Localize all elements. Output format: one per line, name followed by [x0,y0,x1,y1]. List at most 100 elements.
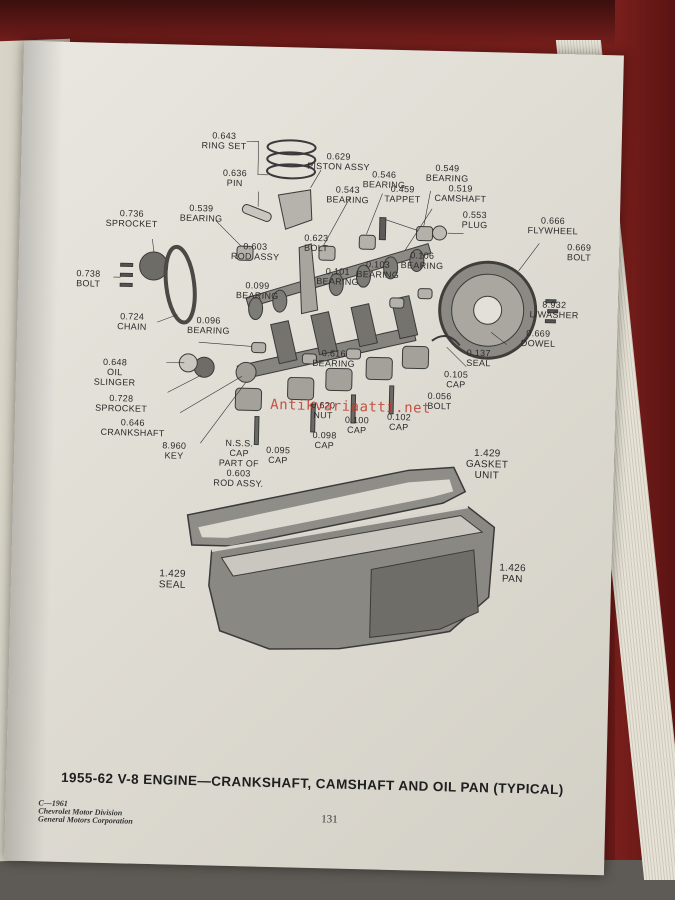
label-plug: 0.553 PLUG [462,210,488,231]
part-name: BEARING [400,260,444,272]
chain-part [163,244,197,325]
label-bearing-543: 0.543 BEARING [326,184,369,205]
part-number: 0.553 [462,209,487,221]
label-bearing-096: 0.096 BEARING [187,315,230,336]
bolt-part [120,262,134,268]
bearing-part [417,288,433,300]
label-sprocket-728: 0.728 SPROCKET [95,393,147,414]
piston-part [277,189,313,230]
label-cap-105: 0.105 CAP [443,369,469,390]
cap-part [234,387,263,412]
bolt-part [547,309,559,314]
part-name: BEARING [186,324,230,336]
label-bearing-616: 0.616 BEARING [312,348,355,369]
footer-imprint: C—1961 Chevrolet Motor Division General … [38,798,133,825]
tappet-part [378,217,387,241]
rear-seal-part [431,335,461,347]
part-number: 0.636 [222,167,248,179]
part-name: BOLT [76,278,101,289]
part-name: CAP [388,421,409,433]
bearing-part [236,245,254,261]
part-number: 0.056 [427,390,452,402]
part-name: BEARING [425,172,469,184]
label-crankshaft: 0.646 CRANKSHAFT [100,417,164,438]
cap-part [401,345,430,370]
ring-set-part [266,163,316,180]
connecting-rod-part [298,243,319,315]
label-cap-100: 0.100 CAP [345,415,369,436]
bolt-part [388,385,395,415]
label-seal-137: 0.137 SEAL [466,348,491,369]
part-number: 0.105 [443,369,469,380]
crankshaft-part [235,295,419,383]
part-name: SPROCKET [95,402,148,414]
bearing-part [415,226,434,242]
label-bearing-549: 0.549 BEARING [426,163,469,184]
part-number: 0.623 [304,232,329,244]
part-name: UNIT [474,469,500,482]
gasket-part [198,479,454,538]
oil-pan-part [208,505,496,650]
bolt-part [545,299,557,304]
part-name: SEAL [158,579,186,591]
part-name: KEY [164,450,184,461]
label-flywheel: 0.666 FLYWHEEL [528,215,579,236]
part-name: PAN [501,573,523,586]
bearing-part [251,342,267,354]
part-name: SPROCKET [105,217,158,230]
camshaft-part [245,242,432,321]
part-name: PLUG [461,219,488,231]
part-name: PISTON ASSY [307,160,370,173]
label-dowel: 0.669 DOWEL [521,328,556,349]
label-bolt-623: 0.623 BOLT [304,233,329,254]
nss-line-3: PART OF [218,457,260,469]
label-chain: 0.724 CHAIN [117,311,147,332]
bolt-part [544,319,556,324]
cap-part [287,376,315,401]
label-key: 8.960 KEY [162,440,187,461]
bolt-part [310,403,316,433]
part-name: CAP [314,440,335,451]
label-oil-slinger: 0.648 OIL SLINGER [94,357,136,388]
part-number: 1.429 [159,568,186,580]
label-l-washer: 8.932 L/WASHER [529,299,579,321]
part-name: CAP [446,379,466,390]
page-number: 131 [321,813,338,826]
bolt-part [119,282,133,288]
cap-part [365,356,393,381]
part-number: 1.426 [499,562,527,575]
part-number: 8.960 [162,440,187,451]
label-bearing-101: 0.101 BEARING [316,266,359,287]
part-name: DOWEL [520,338,556,349]
label-bolt-738: 0.738 BOLT [76,268,101,289]
part-name: RING SET [201,140,247,152]
part-name: CAP [346,424,367,436]
part-name: BEARING [316,276,360,288]
label-nss-cap: N.S.S. CAP PART OF 0.603 ROD ASSY. [213,438,264,489]
bearing-part [389,297,405,309]
label-tappet: 0.459 TAPPET [384,184,421,205]
label-seal-1429: 1.429 SEAL [159,568,186,591]
bolt-part [253,416,260,446]
part-name: BEARING [356,268,400,281]
part-name: BEARING [179,212,223,224]
bolt-part [350,394,357,424]
part-name: CAMSHAFT [434,192,487,205]
part-name: BOLT [304,242,329,254]
label-gasket-unit: 1.429 GASKET UNIT [465,448,509,482]
part-name: BOLT [566,252,592,263]
part-number: 0.098 [312,429,337,441]
bearing-part [301,353,317,365]
part-name: FLYWHEEL [527,225,578,237]
part-number: 0.738 [76,268,101,279]
part-name: BEARING [312,357,356,369]
part-number: 0.137 [466,347,491,359]
label-cap-095: 0.095 CAP [266,445,290,466]
ring-set-part [266,139,317,156]
bearing-part [358,234,376,250]
exploded-engine-diagram [113,139,559,650]
label-cap-098: 0.098 CAP [312,429,337,451]
cap-part [325,367,353,392]
part-name: PIN [226,177,243,189]
label-bolt-669: 0.669 BOLT [567,242,592,263]
